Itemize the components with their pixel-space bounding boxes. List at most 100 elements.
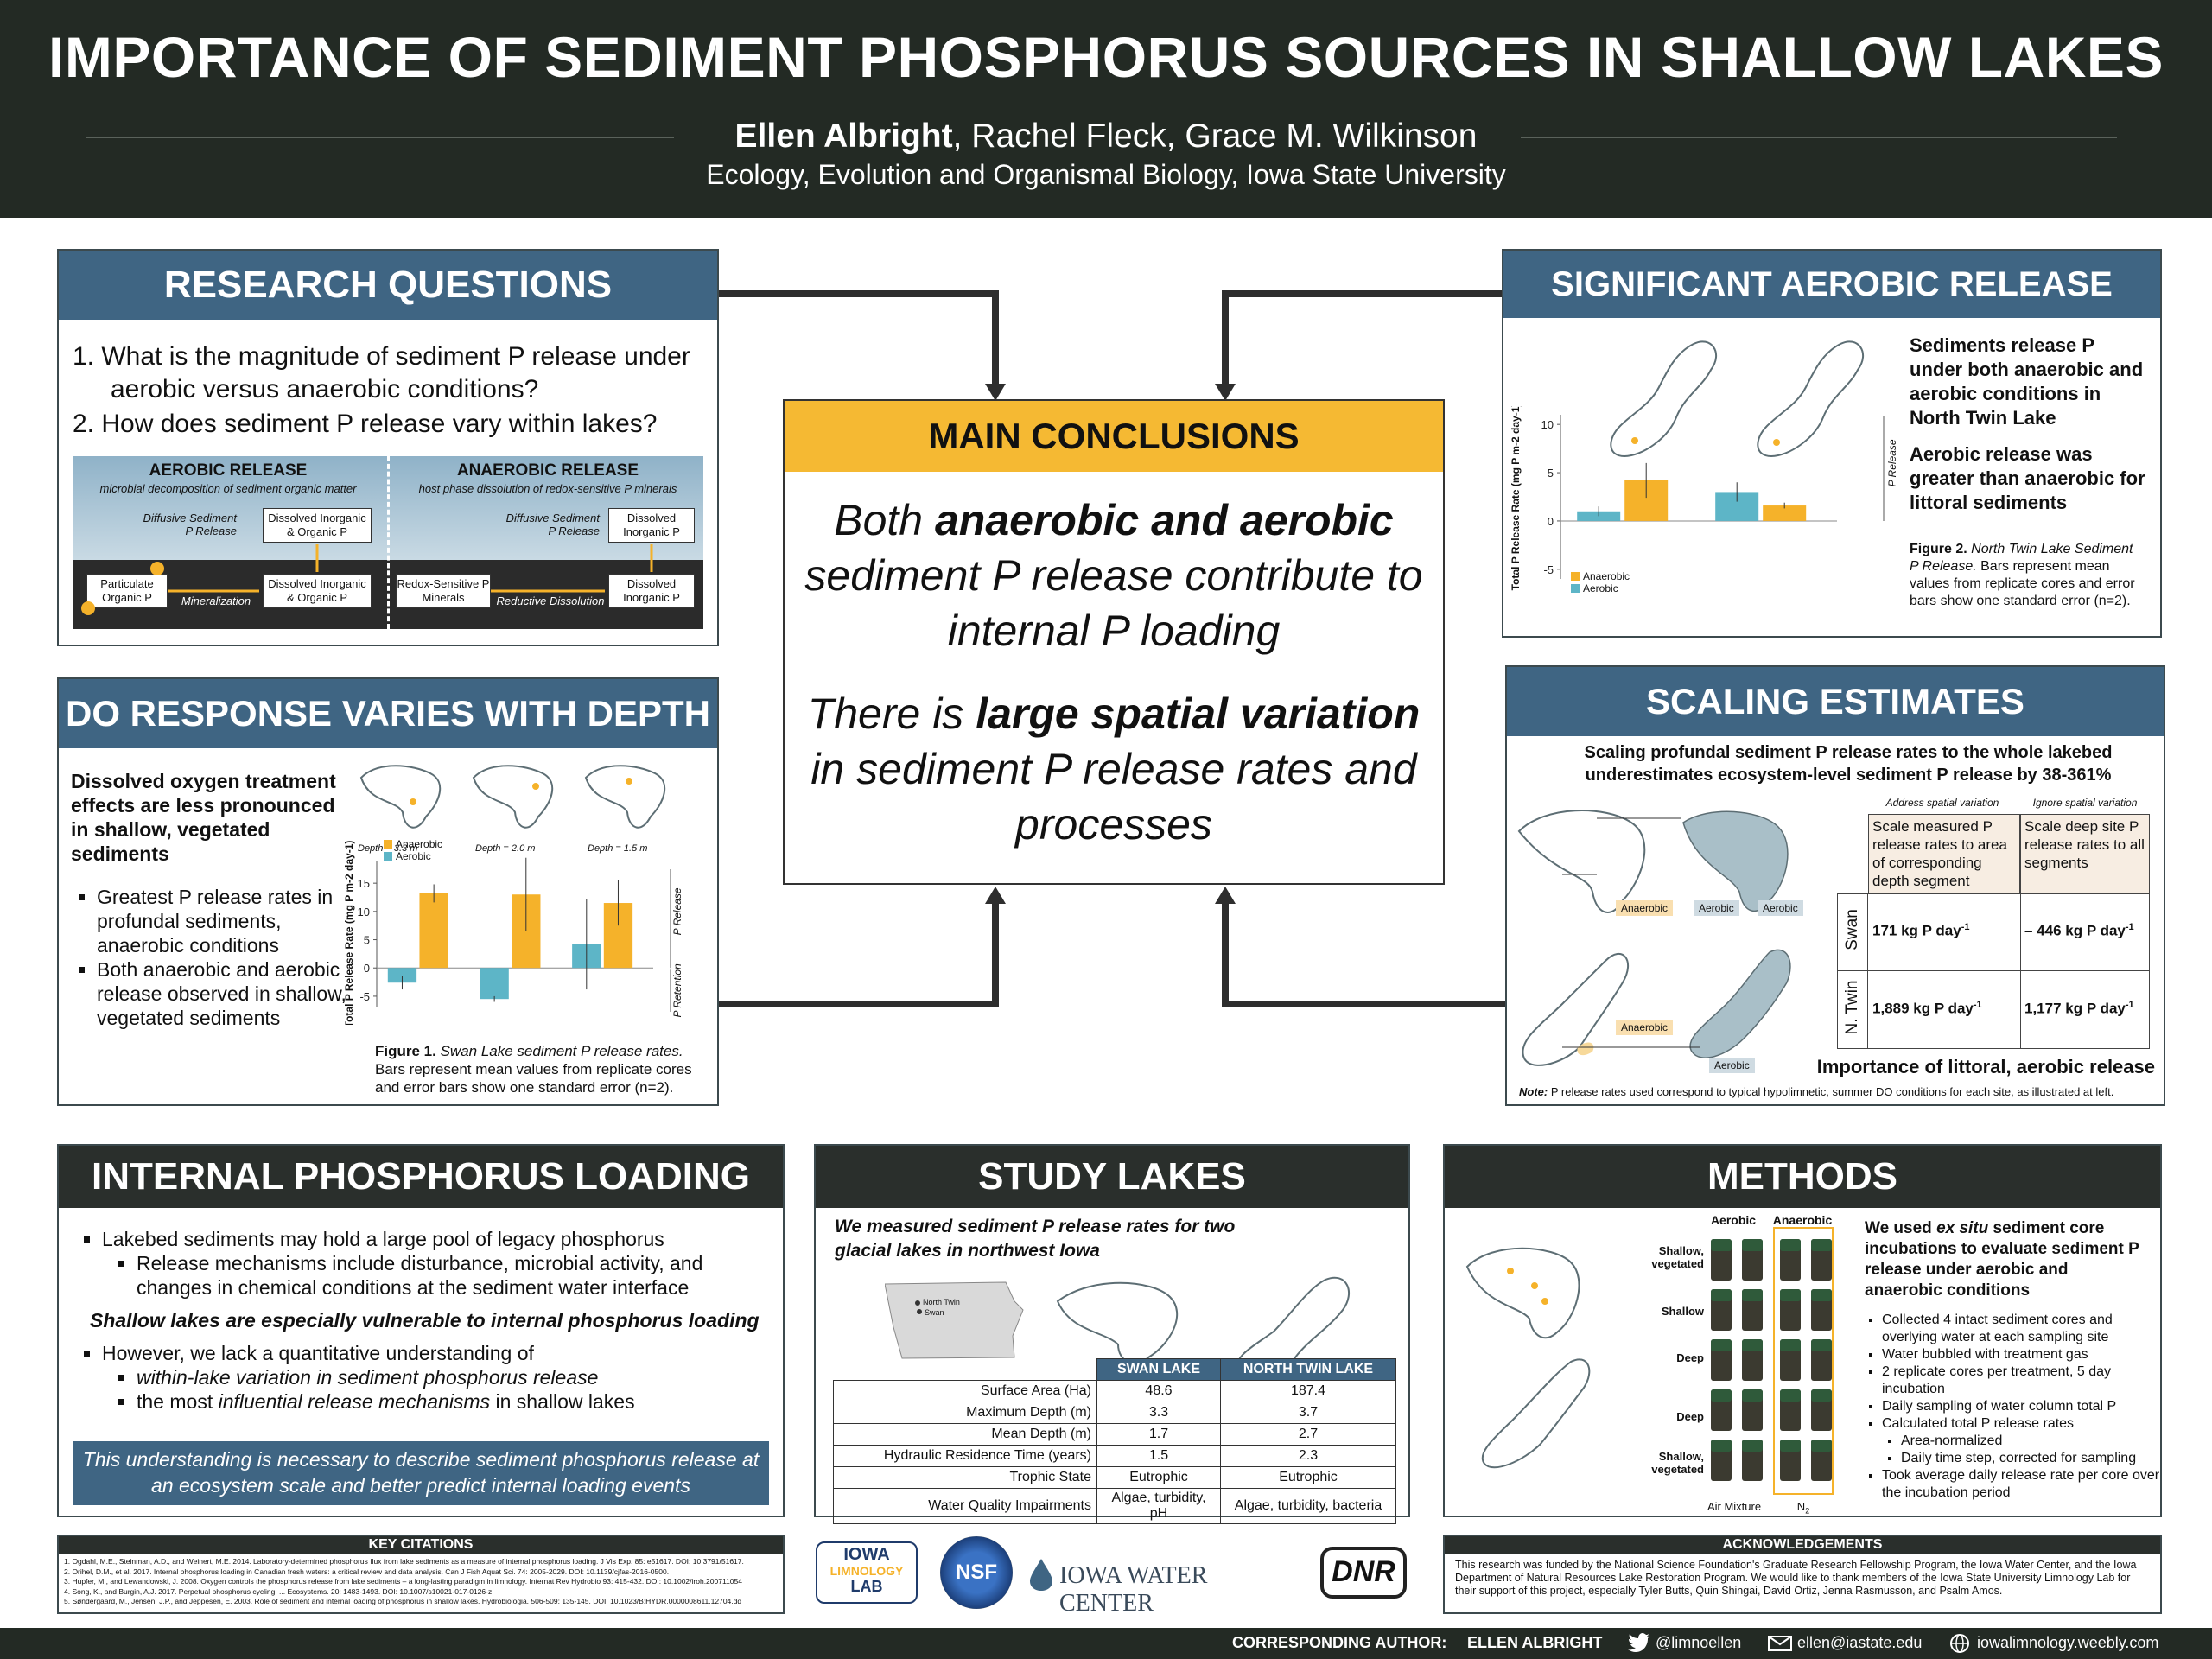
lake-map-outline — [359, 765, 442, 829]
lead-author: Ellen Albright — [734, 118, 953, 155]
y-tick-label: 5 — [1548, 467, 1554, 480]
core-water-icon — [1780, 1289, 1801, 1301]
acknowledgements-heading: ACKNOWLEDGEMENTS — [1445, 1536, 2160, 1554]
particulate-box: Particulate Organic P — [86, 574, 168, 608]
logo-text: LIMNOLOGY — [830, 1564, 904, 1578]
main-conclusions-panel: MAIN CONCLUSIONS Both anaerobic and aero… — [783, 399, 1445, 885]
site-marker-icon — [1541, 1298, 1548, 1305]
site-label: Deep — [1676, 1410, 1704, 1423]
y-tick-label: -5 — [1543, 563, 1554, 576]
corresponding-author-name: ELLEN ALBRIGHT — [1467, 1634, 1603, 1651]
twin-address-value: 1,889 kg P day-1 — [1872, 1000, 1982, 1018]
legend-label: Aerobic — [396, 850, 431, 862]
core-water-icon — [1742, 1440, 1763, 1452]
core-water-icon — [1711, 1389, 1732, 1402]
methods-lead: We used ex situ sediment core incubation… — [1865, 1218, 2150, 1301]
aerobic-release-subtitle: microbial decomposition of sediment orga… — [99, 482, 357, 495]
core-water-icon — [1711, 1239, 1732, 1251]
poster-title: IMPORTANCE OF SEDIMENT PHOSPHORUS SOURCE… — [48, 25, 2164, 89]
core-water-icon — [1780, 1389, 1801, 1402]
lake-characteristics-table: SWAN LAKE NORTH TWIN LAKE Surface Area (… — [833, 1358, 1396, 1524]
core-water-icon — [1711, 1440, 1732, 1452]
lake-map-outline — [472, 765, 554, 829]
swan-lake-depth-maps — [359, 765, 666, 829]
swan-lake-outline — [1056, 1281, 1179, 1365]
bar-aerobic — [480, 968, 509, 1000]
release-diagram: AEROBIC RELEASE microbial decomposition … — [73, 456, 703, 629]
caption-label: Figure 2. — [1910, 542, 1967, 556]
connector-line — [1222, 290, 1502, 297]
globe-icon — [1949, 1633, 1970, 1658]
lake-map-outline — [1757, 340, 1864, 458]
methods-subitem: Daily time step, corrected for sampling — [1901, 1450, 2167, 1467]
dissolved-i-top-box: Dissolved Inorganic P — [608, 508, 695, 543]
connector-line — [1222, 1001, 1507, 1007]
text-span: sediment core incubations to evaluate se… — [1865, 1219, 2139, 1300]
legend-swatch — [1571, 584, 1580, 593]
conclusion-1-bold: anaerobic and aerobic — [935, 496, 1394, 544]
twitter-handle[interactable]: @limnoellen — [1656, 1634, 1742, 1651]
twin-value: 3.7 — [1220, 1402, 1396, 1424]
vulnerable-statement: Shallow lakes are especially vulnerable … — [90, 1309, 760, 1332]
connector-line — [719, 290, 999, 297]
research-questions-panel: RESEARCH QUESTIONS 1. What is the magnit… — [57, 249, 719, 646]
core-water-icon — [1811, 1289, 1832, 1301]
loading-subbullet-1: Release mechanisms include disturbance, … — [137, 1251, 767, 1300]
map-label-aerobic: Aerobic — [1758, 900, 1803, 916]
y-tick-label: 5 — [364, 934, 370, 947]
row-label: Mean Depth (m) — [833, 1423, 1097, 1446]
connector-line — [992, 290, 999, 385]
email-address[interactable]: ellen@iastate.edu — [1797, 1634, 1923, 1651]
connector-line — [1222, 290, 1229, 385]
lake-map-outline — [1610, 340, 1717, 458]
twin-ignore-value: 1,177 kg P day-1 — [2024, 1000, 2134, 1018]
scaling-desc-ignore: Scale deep site P release rates to all s… — [2020, 814, 2150, 893]
research-questions-heading: RESEARCH QUESTIONS — [59, 251, 717, 320]
do-bullet-2: Both anaerobic and aerobic release obser… — [97, 957, 356, 1030]
microbe-icon — [81, 601, 95, 615]
citation-item: 2. Orihel, D.M., et al. 2017. Internal p… — [64, 1567, 670, 1576]
col-head-ignore: Ignore spatial variation — [2032, 797, 2138, 809]
connector-line — [719, 1001, 999, 1007]
caption-text: Bars represent mean values from replicat… — [375, 1061, 692, 1096]
dnr-logo: DNR — [1320, 1547, 1407, 1599]
methods-site-maps — [1465, 1247, 1591, 1469]
lake-map-outline — [1517, 810, 1646, 913]
redox-minerals-box: Redox-Sensitive P Minerals — [396, 574, 491, 608]
text-span: We used — [1865, 1219, 1937, 1237]
text-span: influential release mechanisms — [218, 1390, 491, 1413]
reductive-dissolution-label: Reductive Dissolution — [496, 594, 605, 607]
website-link[interactable]: iowalimnology.weebly.com — [1977, 1634, 2159, 1651]
aerobic-text-1: Sediments release P under both anaerobic… — [1910, 334, 2144, 429]
methods-item: Took average daily release rate per core… — [1882, 1467, 2167, 1502]
map-label-aerobic: Aerobic — [1709, 1058, 1755, 1073]
scaling-table: Swan N. Twin 171 kg P day-1 – 446 kg P d… — [1837, 893, 2150, 1049]
email-icon — [1768, 1636, 1792, 1656]
map-label-swan: Swan — [925, 1308, 944, 1317]
unit-exponent: -1 — [2125, 1000, 2134, 1010]
core-water-icon — [1780, 1440, 1801, 1452]
depth-label: Depth = 2.0 m — [475, 843, 536, 854]
note-text: P release rates used correspond to typic… — [1548, 1085, 2114, 1098]
author-list: Ellen Albright, Rachel Fleck, Grace M. W… — [0, 118, 2212, 156]
do-response-panel: DO RESPONSE VARIES WITH DEPTH Dissolved … — [57, 677, 719, 1106]
core-water-icon — [1711, 1289, 1732, 1301]
bar-anaerobic — [419, 893, 448, 969]
note-label: Note: — [1519, 1085, 1548, 1098]
site-marker-icon — [410, 798, 416, 805]
anaerobic-release-title: ANAEROBIC RELEASE — [456, 461, 639, 480]
affiliation: Ecology, Evolution and Organismal Biolog… — [706, 159, 1506, 190]
diffusive-label-anaerobic: Diffusive Sediment P Release — [505, 512, 600, 537]
core-water-icon — [1742, 1239, 1763, 1251]
core-incubation-grid — [1711, 1239, 1832, 1481]
microbe-icon — [150, 562, 164, 575]
lake-map-fill — [1682, 810, 1789, 912]
iowa-water-center-logo: IOWA WATER CENTER — [1059, 1562, 1208, 1617]
y-axis-label: Total P Release Rate (mg P m-2 day-1) — [343, 841, 355, 1025]
figure-2-caption: Figure 2. North Twin Lake Sediment P Rel… — [1910, 541, 2145, 610]
aerobic-text-2: Aerobic release was greater than anaerob… — [1910, 443, 2145, 513]
